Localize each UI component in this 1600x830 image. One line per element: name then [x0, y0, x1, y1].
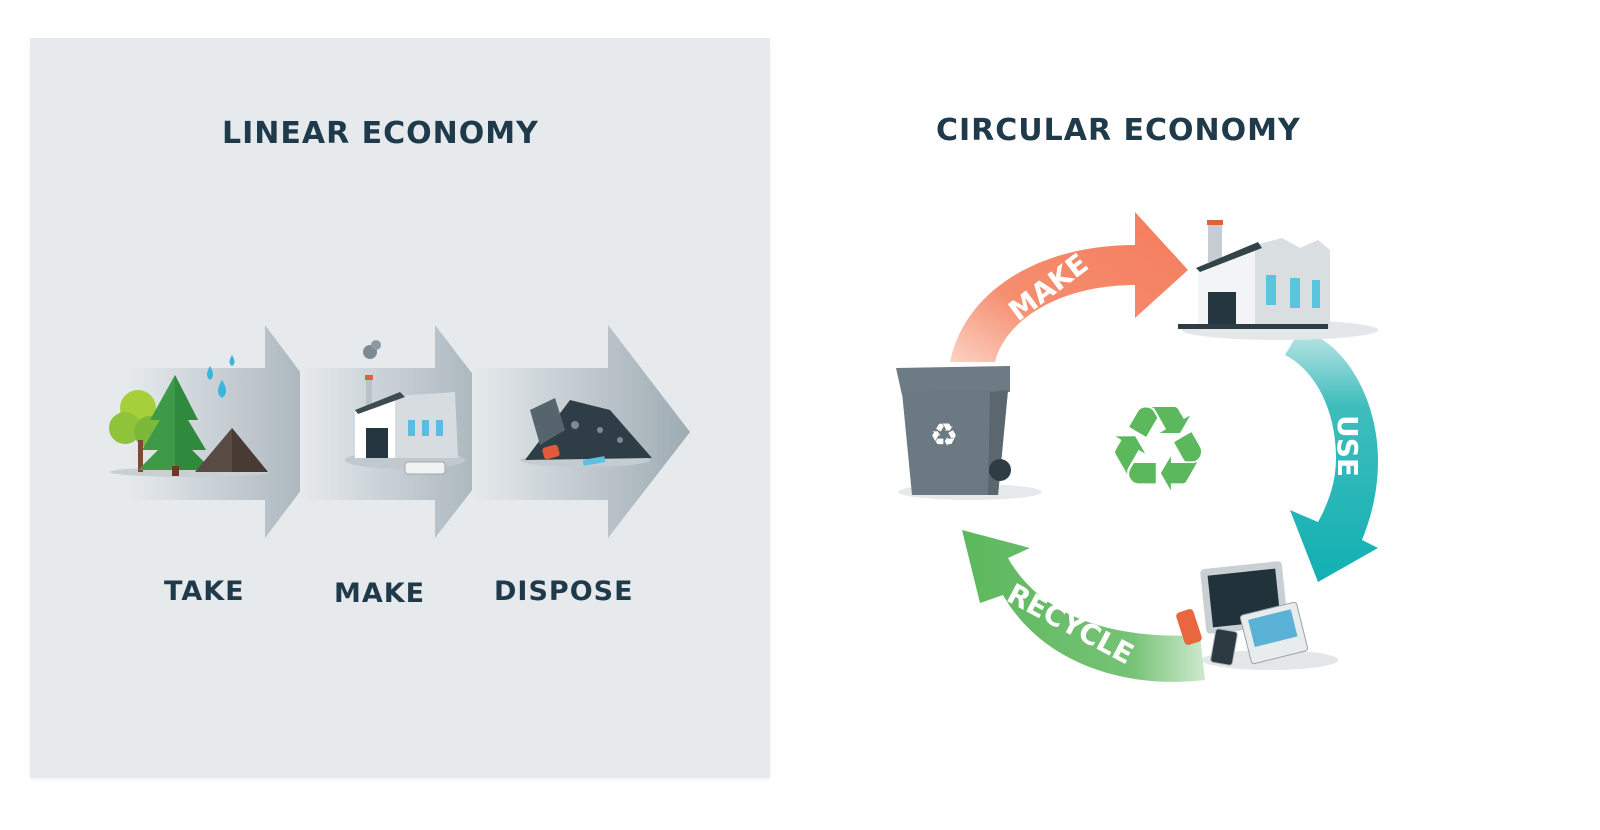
linear-label-make: MAKE: [334, 578, 426, 609]
circular-arrow-make: [950, 212, 1188, 362]
factory-icon: [345, 340, 465, 475]
electronics-icon: [1176, 561, 1338, 670]
garbage-pile-icon: [520, 398, 652, 467]
linear-label-take: TAKE: [164, 576, 245, 607]
linear-arrow-take: [128, 325, 345, 538]
circular-label-use: USE: [1331, 415, 1364, 477]
svg-text:♻: ♻: [930, 416, 959, 454]
linear-label-dispose: DISPOSE: [494, 576, 634, 607]
circular-arrow-recycle: [962, 530, 1205, 682]
svg-text:♻: ♻: [1105, 380, 1211, 518]
linear-economy-title: LINEAR ECONOMY: [222, 116, 539, 151]
recycle-symbol-icon: ♻: [1105, 380, 1211, 518]
circular-economy-title: CIRCULAR ECONOMY: [936, 113, 1301, 148]
circular-arrow-use: [1285, 330, 1378, 582]
nature-resources-icon: [109, 355, 270, 477]
recycling-bin-icon: ♻: [896, 366, 1042, 500]
circular-factory-icon: [1178, 220, 1378, 340]
